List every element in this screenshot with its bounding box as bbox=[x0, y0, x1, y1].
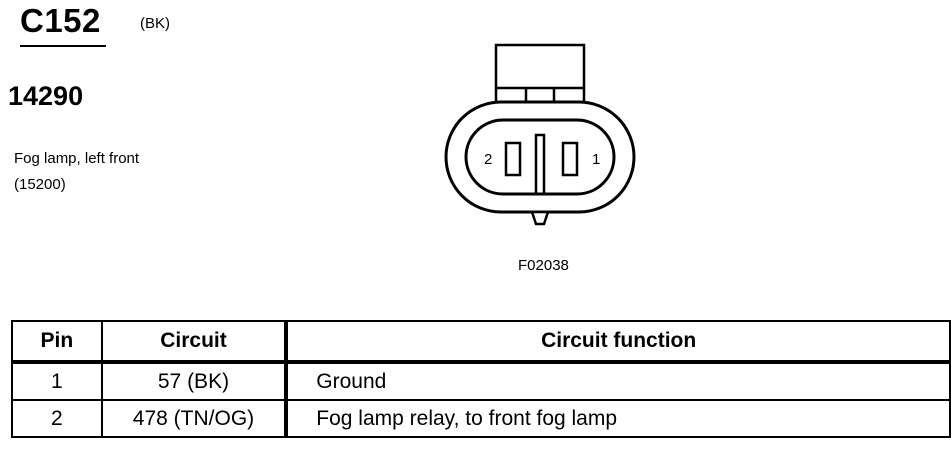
center-divider bbox=[534, 133, 546, 194]
connector-diagram: 2 1 bbox=[444, 43, 636, 226]
cell-circuit: 57 (BK) bbox=[100, 361, 288, 401]
terminal-pin-1 bbox=[561, 141, 579, 177]
connector-latch bbox=[494, 43, 586, 107]
table-row: 2 478 (TN/OG) Fog lamp relay, to front f… bbox=[11, 399, 951, 438]
terminal-pin-2 bbox=[504, 141, 522, 177]
description-line-2: (15200) bbox=[14, 176, 66, 193]
cell-circuit: 478 (TN/OG) bbox=[100, 399, 288, 438]
pin-table: Pin Circuit Circuit function 1 57 (BK) G… bbox=[11, 320, 951, 438]
header-circuit-function: Circuit function bbox=[284, 320, 951, 364]
cell-circuit-function: Ground bbox=[284, 361, 951, 401]
cell-pin: 2 bbox=[11, 399, 103, 438]
table-row: 1 57 (BK) Ground bbox=[11, 361, 951, 401]
header-circuit: Circuit bbox=[100, 320, 288, 364]
connector-color: (BK) bbox=[140, 15, 170, 32]
diagram-reference: F02038 bbox=[518, 257, 569, 274]
pin-label-2: 2 bbox=[484, 151, 492, 168]
cell-circuit-function: Fog lamp relay, to front fog lamp bbox=[284, 399, 951, 438]
connector-id: C152 bbox=[20, 2, 101, 39]
pin-label-1: 1 bbox=[592, 151, 600, 168]
part-number: 14290 bbox=[8, 81, 84, 111]
title-underline bbox=[20, 45, 106, 47]
table-header-row: Pin Circuit Circuit function bbox=[11, 320, 951, 364]
cell-pin: 1 bbox=[11, 361, 103, 401]
connector-key bbox=[530, 210, 550, 226]
header-pin: Pin bbox=[11, 320, 103, 364]
description-line-1: Fog lamp, left front bbox=[14, 150, 140, 167]
